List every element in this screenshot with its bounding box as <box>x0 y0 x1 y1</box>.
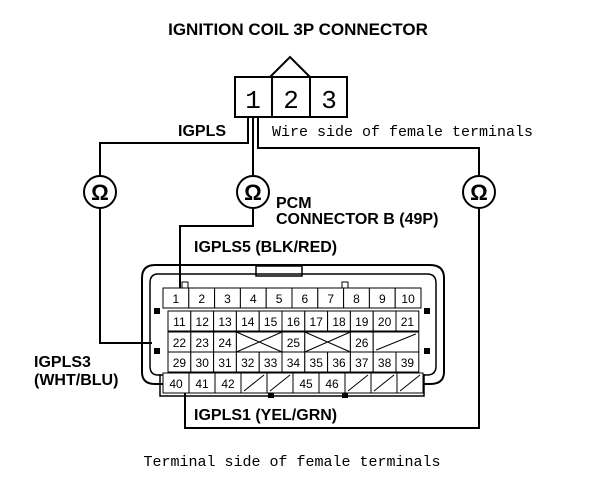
pcm-pin-label-16: 16 <box>287 315 301 329</box>
pcm-pin-label-34: 34 <box>287 356 301 370</box>
coil-pin-1: 1 <box>245 86 261 116</box>
ohmmeter-right: Ω <box>462 175 496 209</box>
ignition-coil-connector: 1 2 3 <box>234 55 348 118</box>
diagram-title: IGNITION COIL 3P CONNECTOR <box>168 20 428 39</box>
wire-side-label: Wire side of female terminals <box>272 124 533 141</box>
pcm-pin-label-26: 26 <box>355 336 369 350</box>
pcm-pin-label-9: 9 <box>379 292 386 306</box>
pcm-pin-slash <box>347 374 369 392</box>
pcm-pin-label-18: 18 <box>332 315 346 329</box>
pcm-pin-label-8: 8 <box>353 292 360 306</box>
coil-pin-2: 2 <box>283 86 299 116</box>
pcm-pin-label-36: 36 <box>332 356 346 370</box>
pcm-pin-label-41: 41 <box>195 377 209 391</box>
pcm-pin-label-20: 20 <box>378 315 392 329</box>
pcm-pin-label-29: 29 <box>173 356 187 370</box>
pcm-pin-label-40: 40 <box>169 377 183 391</box>
igpls5-label: IGPLS5 (BLK/RED) <box>194 239 337 256</box>
pcm-pin-label-1: 1 <box>173 292 180 306</box>
pcm-pin-cross <box>236 331 283 353</box>
pcm-pin-label-21: 21 <box>401 315 415 329</box>
pcm-label: PCM <box>276 195 312 212</box>
pcm-pin-label-32: 32 <box>241 356 255 370</box>
pcm-pin-label-15: 15 <box>264 315 278 329</box>
svg-text:Ω: Ω <box>91 180 109 205</box>
pcm-pin-slash <box>399 374 421 392</box>
pcm-pin-label-38: 38 <box>378 356 392 370</box>
pcm-pin-label-17: 17 <box>310 315 324 329</box>
pcm-pin-label-6: 6 <box>302 292 309 306</box>
pcm-connector-label: CONNECTOR B (49P) <box>276 211 438 228</box>
pcm-pin-label-46: 46 <box>325 377 339 391</box>
pcm-pin-slash <box>376 333 416 351</box>
pcm-pin-label-42: 42 <box>221 377 235 391</box>
ohmmeter-left-icon <box>83 175 117 209</box>
terminal-side-label: Terminal side of female terminals <box>143 454 440 471</box>
pcm-pin-label-30: 30 <box>196 356 210 370</box>
pcm-pin-label-2: 2 <box>198 292 205 306</box>
pcm-pin-label-14: 14 <box>241 315 255 329</box>
pcm-pin-label-35: 35 <box>310 356 324 370</box>
pcm-pin-label-7: 7 <box>327 292 334 306</box>
igpls-label: IGPLS <box>178 123 226 140</box>
pcm-pin-label-37: 37 <box>355 356 369 370</box>
pcm-pin-10 <box>394 287 422 309</box>
pcm-pin-label-31: 31 <box>218 356 232 370</box>
pcm-pin-slash <box>269 374 291 392</box>
coil-pin-3: 3 <box>321 86 337 116</box>
svg-text:Ω: Ω <box>470 180 488 205</box>
ohmmeter-left: Ω <box>83 175 117 209</box>
pcm-pin-label-39: 39 <box>401 356 415 370</box>
pcm-pin-slash <box>373 374 395 392</box>
igpls3-label: IGPLS3 <box>34 354 91 371</box>
igpls1-label: IGPLS1 (YEL/GRN) <box>194 407 337 424</box>
igpls3-color-label: (WHT/BLU) <box>34 372 118 389</box>
ohmmeter-middle: Ω <box>236 175 270 209</box>
pcm-pin-label-24: 24 <box>218 336 232 350</box>
pcm-pin-cross <box>304 331 351 353</box>
svg-text:Ω: Ω <box>244 180 262 205</box>
pcm-pin-21 <box>395 310 420 332</box>
ohmmeter-right-icon <box>462 175 496 209</box>
ohmmeter-middle-icon <box>236 175 270 209</box>
pcm-pin-label-12: 12 <box>196 315 210 329</box>
pcm-pin-label-25: 25 <box>287 336 301 350</box>
pcm-pin-label-5: 5 <box>276 292 283 306</box>
pcm-pin-label-22: 22 <box>173 336 187 350</box>
pcm-pin-label-23: 23 <box>196 336 210 350</box>
test-leads <box>99 117 480 429</box>
pcm-pin-label-33: 33 <box>264 356 278 370</box>
pcm-pin-label-13: 13 <box>218 315 232 329</box>
pcm-pin-label-11: 11 <box>173 315 186 329</box>
pcm-pin-label-4: 4 <box>250 292 257 306</box>
pcm-pin-label-3: 3 <box>224 292 231 306</box>
pcm-pin-slash <box>243 374 265 392</box>
pcm-pin-label-19: 19 <box>355 315 369 329</box>
pcm-pin-label-45: 45 <box>299 377 313 391</box>
pcm-pin-39 <box>395 351 420 373</box>
pcm-pin-label-10: 10 <box>401 292 415 306</box>
